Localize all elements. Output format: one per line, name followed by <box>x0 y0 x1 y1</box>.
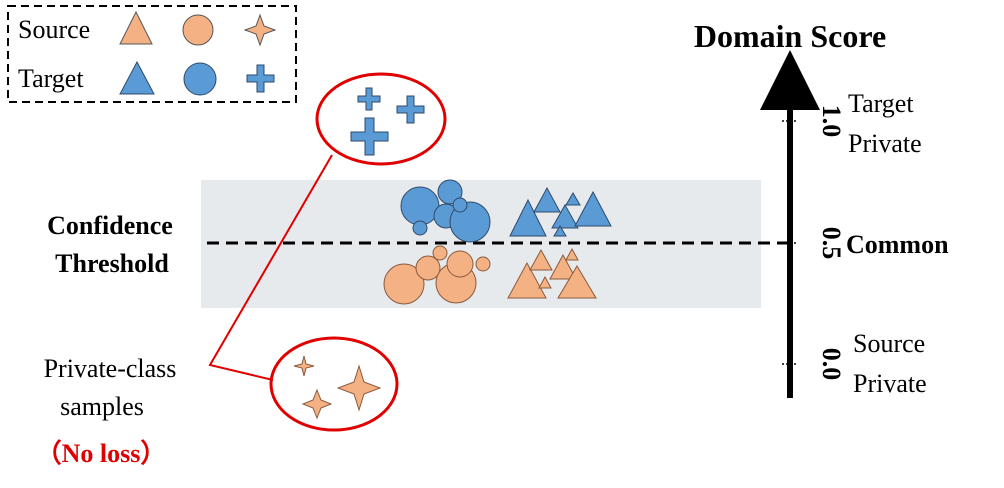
legend-frame <box>7 5 297 103</box>
target-triangles-cluster <box>509 186 612 237</box>
source-private-star-icon <box>293 355 315 377</box>
target-private-samples <box>350 87 425 156</box>
source-private-star-icon <box>301 388 333 420</box>
private-class-label-line1: Private-class <box>44 354 177 383</box>
legend-target-label: Target <box>18 64 84 93</box>
target-triangle <box>574 190 612 227</box>
target-circle <box>412 220 428 236</box>
source-private-star-icon <box>336 364 382 412</box>
legend-source-label: Source <box>18 15 90 44</box>
target-circle <box>437 179 463 205</box>
legend-target-triangle-icon <box>119 60 155 95</box>
source-circle <box>475 256 491 272</box>
source-triangle <box>538 275 552 289</box>
tick-label-0: 0.0 <box>817 348 846 381</box>
source-triangle <box>529 248 553 271</box>
threshold-label-line1: Confidence <box>47 211 173 240</box>
source-circle <box>446 250 474 278</box>
target-circle <box>400 186 440 226</box>
target-private-plus-icon <box>350 117 389 156</box>
axis-title: Domain Score <box>694 18 886 54</box>
source-triangle <box>565 247 579 261</box>
no-loss-note: （No loss） <box>36 439 167 468</box>
tick-label-1: 1.0 <box>817 105 846 138</box>
source-circle <box>432 245 448 261</box>
private-class-label-line2: samples <box>60 392 144 421</box>
callout-connector-line <box>208 154 333 381</box>
target-triangle <box>509 198 547 237</box>
target-triangle <box>553 225 567 237</box>
source-private-samples <box>293 355 382 420</box>
source-circle <box>415 255 441 281</box>
target-circle <box>452 197 468 213</box>
legend-source-star-icon <box>243 13 277 47</box>
source-private-label-line2: Private <box>853 369 927 398</box>
legend-source-circle-icon <box>182 14 214 46</box>
target-circles-cluster <box>400 179 491 243</box>
source-circle <box>383 263 425 305</box>
target-private-plus-icon <box>357 87 381 111</box>
common-label: Common <box>846 230 949 259</box>
legend-target-plus-icon <box>246 64 275 93</box>
source-circles-cluster <box>383 245 491 305</box>
threshold-label-line2: Threshold <box>55 249 169 278</box>
source-triangle <box>507 261 547 299</box>
source-private-ellipse <box>269 336 399 432</box>
source-triangles-cluster <box>507 247 597 299</box>
tick-label-05: 0.5 <box>817 227 846 260</box>
target-triangle <box>565 192 581 206</box>
source-triangle <box>557 265 597 299</box>
legend-source-triangle-icon <box>119 10 153 45</box>
target-triangle <box>533 186 561 213</box>
source-private-label-line1: Source <box>853 329 925 358</box>
target-triangle <box>551 203 579 229</box>
target-private-label-line1: Target <box>848 89 914 118</box>
target-private-plus-icon <box>396 95 425 124</box>
source-triangle <box>549 253 577 280</box>
target-private-label-line2: Private <box>848 129 922 158</box>
target-private-ellipse <box>315 72 447 166</box>
legend: Source Target <box>7 5 297 103</box>
legend-target-circle-icon <box>183 62 217 96</box>
